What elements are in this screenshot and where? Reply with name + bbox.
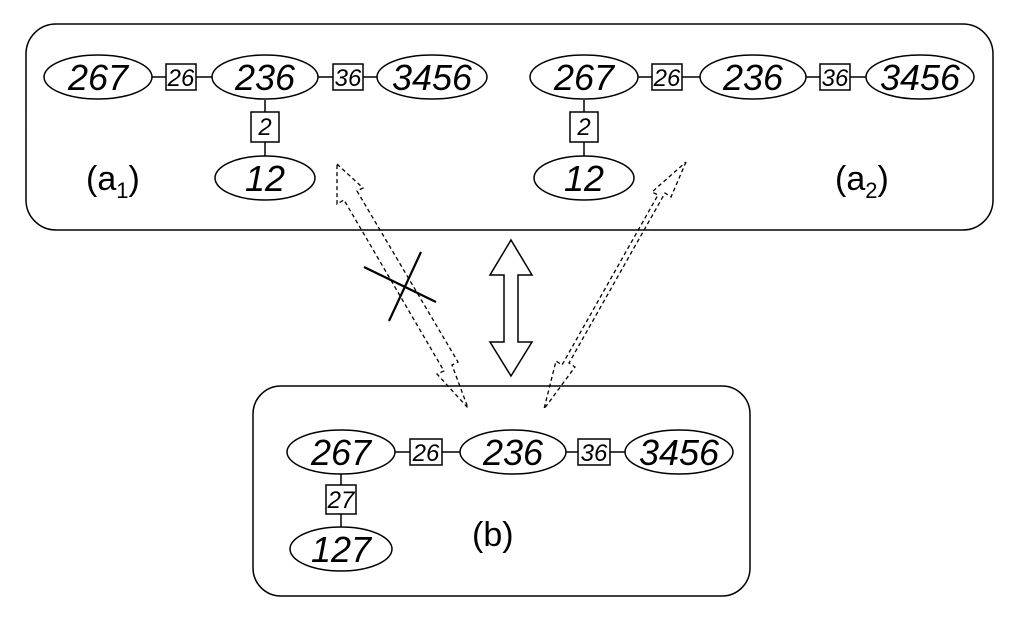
clique-label-b-267: 267 <box>310 432 373 473</box>
clique-label-b-3456: 3456 <box>639 432 720 473</box>
separator-label-a1-36: 36 <box>335 65 362 92</box>
panel-b-frame <box>252 385 751 597</box>
clique-node-a1-236 <box>211 54 319 100</box>
panel-a-frame <box>25 23 994 231</box>
clique-node-a2-236 <box>699 54 807 100</box>
clique-label-a1-12: 12 <box>245 158 285 199</box>
separator-label-a2-2: 2 <box>576 114 590 141</box>
clique-label-a2-267: 267 <box>553 57 616 98</box>
clique-node-a1-3456 <box>376 54 488 100</box>
clique-label-a1-236: 236 <box>234 57 296 98</box>
clique-label-a2-3456: 3456 <box>880 57 961 98</box>
separator-label-b-36: 36 <box>581 440 608 467</box>
caption-a2: (a2) <box>835 160 889 203</box>
dashed-arrow-a1-to-b <box>336 162 469 409</box>
separator-label-a2-26: 26 <box>653 65 681 92</box>
clique-node-b-127 <box>289 526 393 572</box>
clique-label-a1-267: 267 <box>67 57 130 98</box>
separator-box-b-27 <box>325 484 357 515</box>
separator-label-b-26: 26 <box>412 440 440 467</box>
separator-box-b-36 <box>577 438 611 466</box>
separator-label-a2-36: 36 <box>822 65 849 92</box>
separator-box-a1-36 <box>332 63 364 91</box>
clique-node-b-267 <box>286 429 396 475</box>
separator-box-a2-2 <box>569 111 599 143</box>
clique-node-b-236 <box>459 429 567 475</box>
tree-a2: 267 26 236 36 3456 2 12 (a2) <box>529 54 975 203</box>
clique-label-b-127: 127 <box>311 529 373 570</box>
cross-mark-icon <box>363 251 437 322</box>
dashed-arrow-a2-to-b <box>543 161 687 410</box>
clique-label-b-236: 236 <box>482 432 544 473</box>
clique-node-a1-12 <box>214 155 316 201</box>
separator-box-b-26 <box>409 438 443 466</box>
separator-box-a1-26 <box>165 63 197 91</box>
clique-label-a1-3456: 3456 <box>392 57 473 98</box>
clique-label-a2-236: 236 <box>722 57 784 98</box>
tree-b: 267 26 236 36 3456 27 127 (b) <box>286 429 734 572</box>
clique-node-a1-267 <box>43 54 153 100</box>
caption-a1: (a1) <box>86 160 140 203</box>
separator-box-a1-2 <box>250 111 280 143</box>
separator-box-a2-26 <box>651 63 683 91</box>
separator-label-b-27: 27 <box>327 487 356 514</box>
clique-node-b-3456 <box>624 429 734 475</box>
double-arrow-equivalence <box>488 238 534 378</box>
clique-node-a2-3456 <box>865 54 975 100</box>
tree-a1: 267 26 236 36 3456 2 12 (a1) <box>43 54 488 203</box>
clique-label-a2-12: 12 <box>564 158 604 199</box>
caption-b: (b) <box>472 516 514 554</box>
clique-node-a2-267 <box>529 54 639 100</box>
separator-label-a1-2: 2 <box>257 114 271 141</box>
separator-label-a1-26: 26 <box>167 65 195 92</box>
separator-box-a2-36 <box>819 63 851 91</box>
clique-node-a2-12 <box>533 155 635 201</box>
